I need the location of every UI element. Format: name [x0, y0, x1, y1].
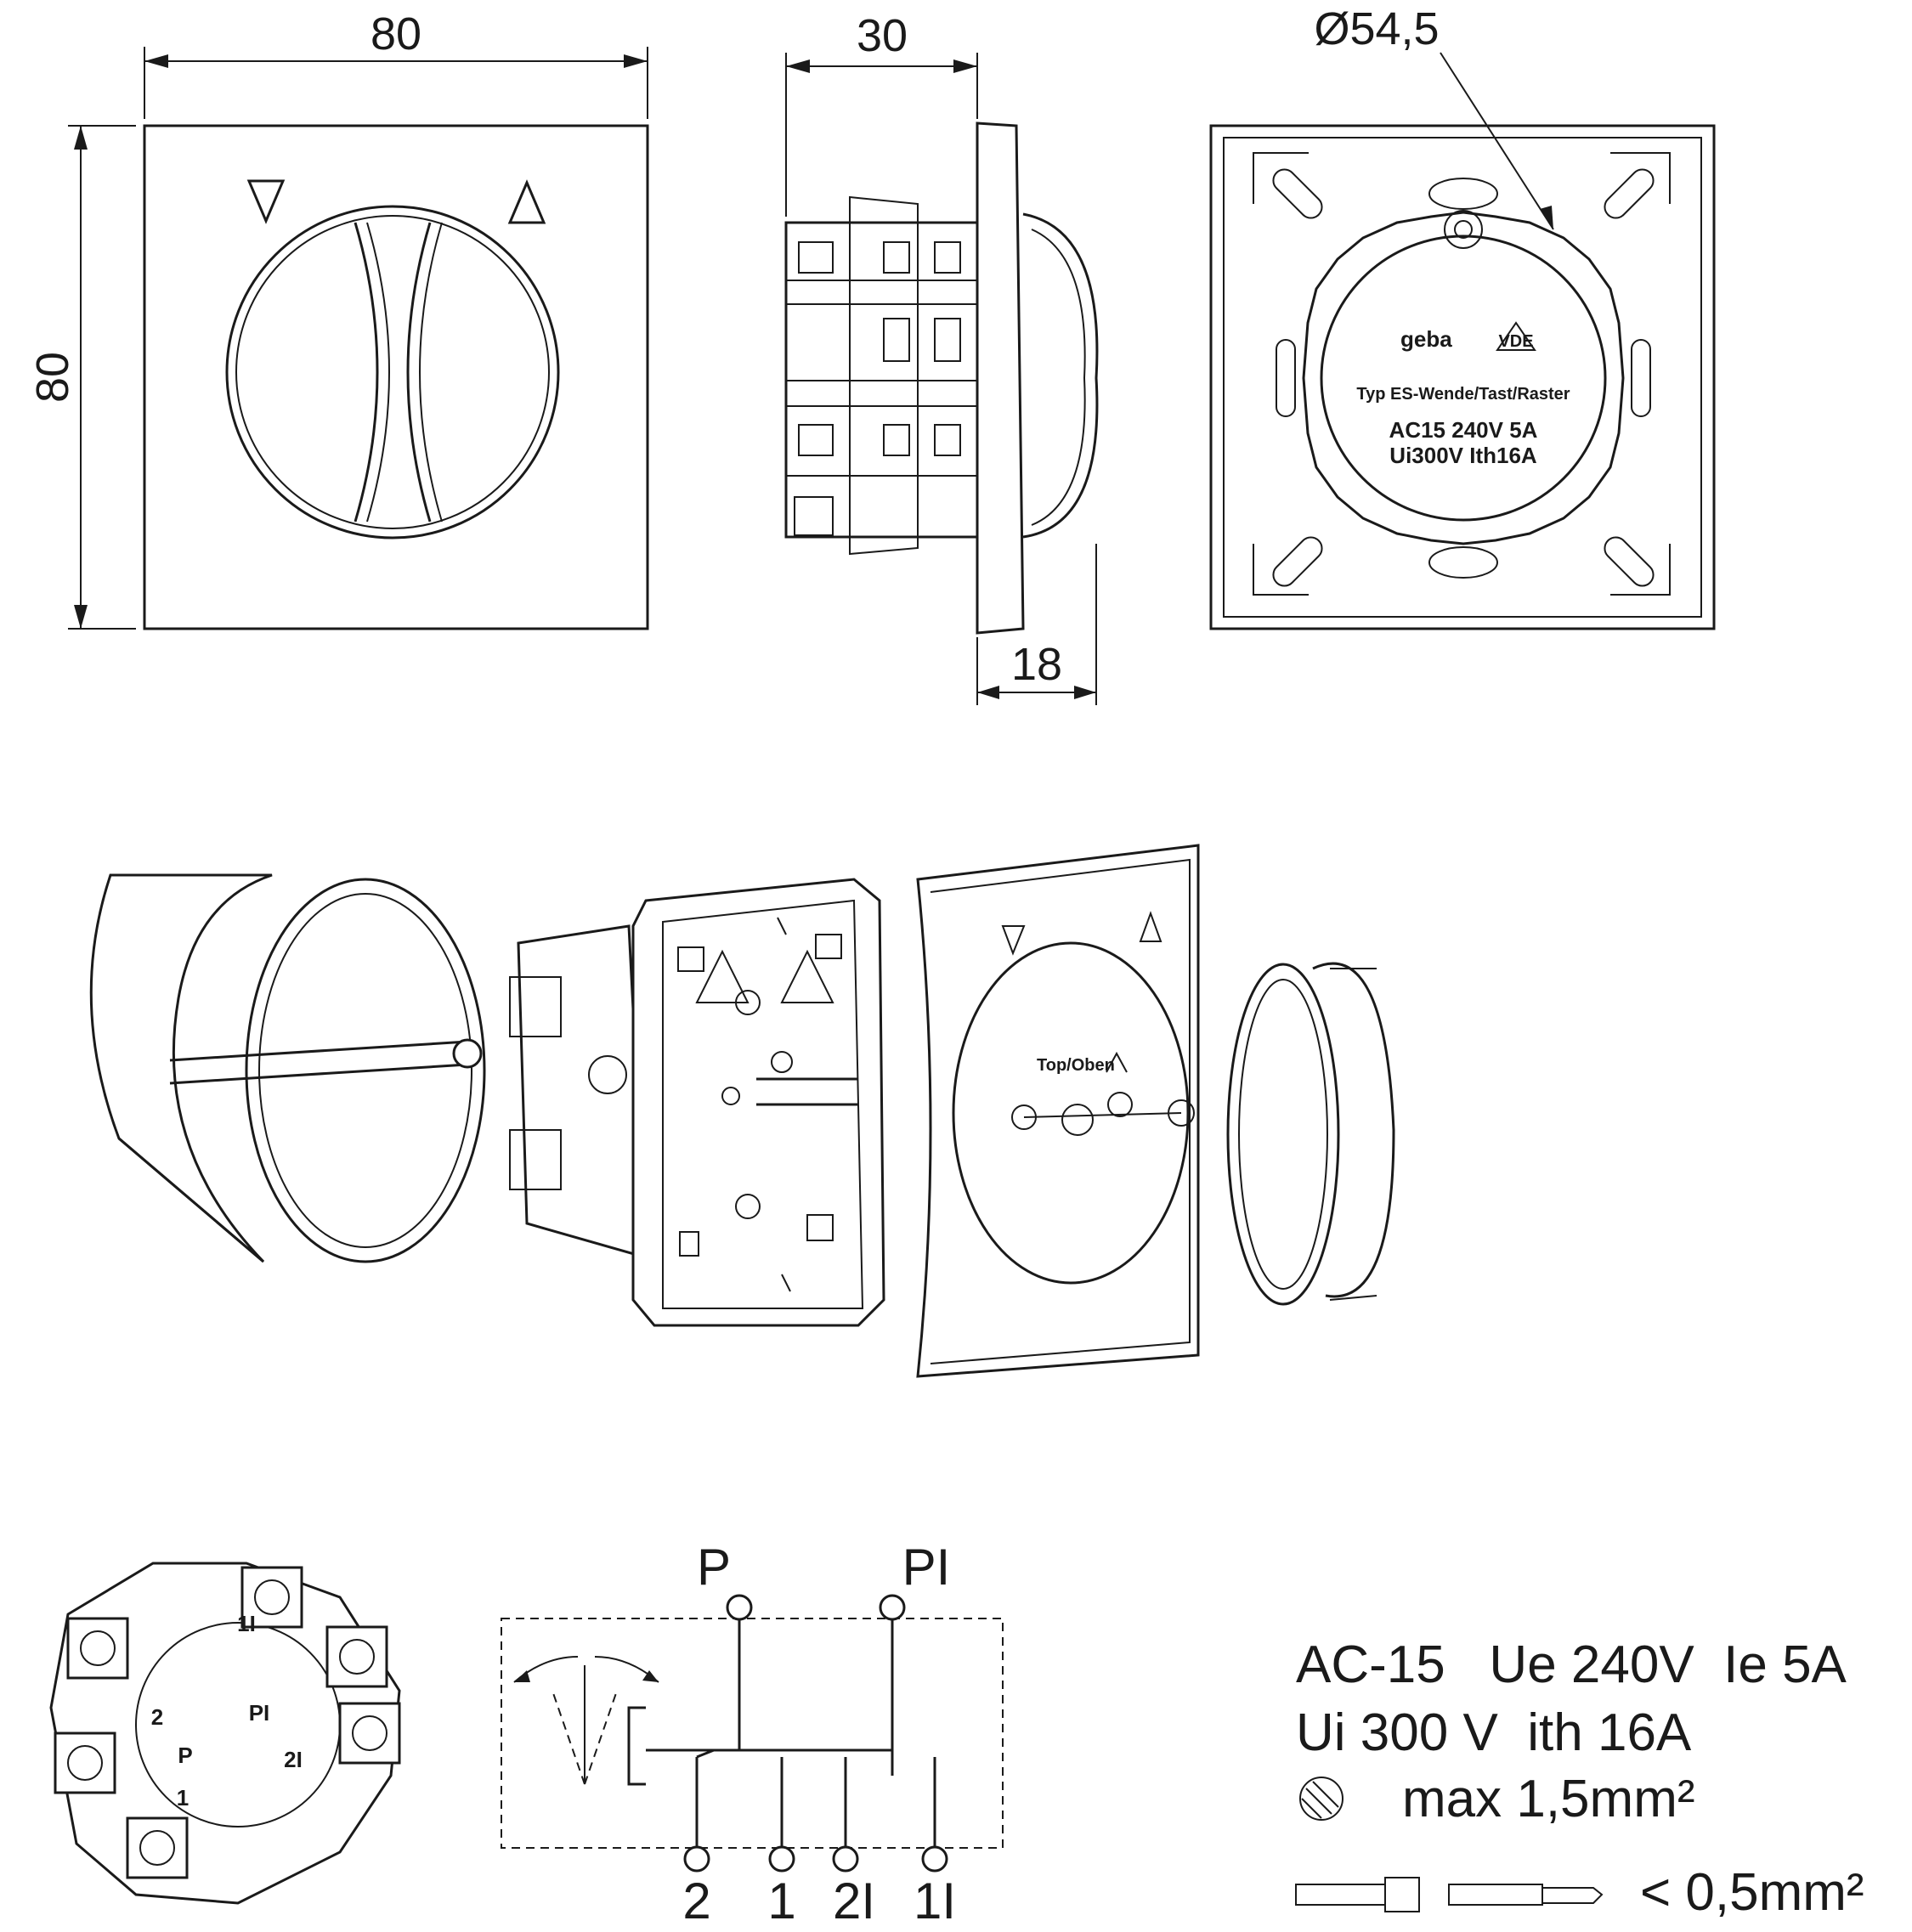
back-view: geba VDE Typ ES-Wende/Tast/Raster AC15 2… [1209, 3, 1716, 630]
spec-line-2: Ui 300 V ith 16A [1296, 1703, 1692, 1762]
cover-up-arrow-icon [1139, 911, 1162, 942]
terminal-1I-label: 1I [914, 1873, 956, 1929]
up-arrow-icon [507, 179, 546, 224]
depth-dimension: 30 [857, 10, 908, 61]
height-dimension: 80 [27, 352, 78, 403]
side-view: 30 18 [784, 10, 1099, 705]
vde-mark: VDE [1498, 332, 1533, 351]
terminal-block: 2 1 2I 1I P PI [49, 1562, 401, 1905]
front-plate [143, 124, 649, 630]
terminal-screw [588, 1055, 627, 1094]
terminal-label-P: P [178, 1743, 192, 1768]
mechanism-label-disc [1320, 234, 1607, 522]
cover-orientation-label: Top/Oben [1037, 1056, 1115, 1075]
terminal-label-1: 1 [177, 1785, 189, 1811]
box-screw [169, 1040, 468, 1062]
spec-line-4: < 0,5mm² [1640, 1863, 1864, 1922]
ferrule-icon [1295, 1884, 1386, 1906]
front-depth-dimension: 18 [1011, 639, 1062, 690]
electrical-specs: AC-15 Ue 240V Ie 5A Ui 300 V ith 16A max… [1295, 1635, 1864, 1922]
knob-side [1022, 212, 1099, 539]
width-dimension: 80 [371, 8, 421, 59]
terminal-2-label: 2 [682, 1873, 710, 1929]
orientation-arrow-icon [1106, 1051, 1128, 1073]
wire-cross-section-icon [1299, 1777, 1343, 1821]
front-knob-outer [225, 205, 560, 539]
terminal-clamp [325, 1625, 388, 1688]
brand-logo: geba [1400, 326, 1452, 352]
terminal-label-1I: 1I [237, 1611, 256, 1636]
mount-slot [1272, 536, 1323, 587]
down-arrow-icon [246, 179, 286, 224]
terminal-clamp [54, 1731, 116, 1794]
mount-slot [1272, 168, 1323, 219]
exploded-view: Top/Oben [89, 844, 1395, 1378]
cover-disc [952, 941, 1190, 1285]
diameter-leader [1440, 52, 1554, 230]
terminal-clamp [240, 1566, 303, 1629]
terminal-P-label: P [697, 1539, 731, 1596]
terminal-PI [879, 1594, 906, 1621]
front-knob-inner [235, 215, 550, 529]
knob-grip-left [354, 222, 379, 523]
terminal-2I [832, 1845, 859, 1873]
terminal-2 [683, 1845, 710, 1873]
terminal-1-label: 1 [767, 1873, 795, 1929]
mount-slot [1604, 536, 1655, 587]
terminal-label-2: 2 [151, 1704, 163, 1730]
vde-mark-icon [1496, 321, 1536, 351]
stripped-wire-icon [1448, 1884, 1543, 1906]
insert-mechanism-block [517, 924, 648, 1260]
rating-line-2: Ui300V Ith16A [1389, 443, 1537, 468]
terminal-clamp [66, 1617, 129, 1680]
wiring-schematic: P PI 2 1 2I 1I [501, 1539, 1004, 1929]
spec-line-3: max 1,5mm² [1402, 1770, 1694, 1828]
type-line: Typ ES-Wende/Tast/Raster [1356, 385, 1570, 404]
wall-box-body [89, 873, 273, 1263]
mount-slot [1604, 168, 1655, 219]
terminal-PI-label: PI [902, 1539, 951, 1596]
diameter-dimension: Ø54,5 [1314, 3, 1439, 54]
knob-grip-right [406, 222, 432, 523]
terminal-clamp [126, 1816, 189, 1879]
spec-line-1: AC-15 Ue 240V Ie 5A [1296, 1635, 1847, 1694]
terminal-2I-label: 2I [833, 1873, 875, 1929]
support-frame [631, 878, 885, 1327]
terminal-1I [921, 1845, 948, 1873]
cover-down-arrow-icon [1001, 925, 1026, 956]
back-plate [1209, 124, 1716, 630]
front-view: 80 80 [27, 8, 649, 630]
plate-side [976, 121, 1025, 635]
schematic-housing [501, 1618, 1004, 1849]
mechanism-ring [1302, 211, 1625, 545]
rating-line-1: AC15 240V 5A [1389, 417, 1538, 443]
terminal-1 [768, 1845, 795, 1873]
terminal-label-PI: PI [249, 1700, 270, 1726]
terminal-label-2I: 2I [284, 1747, 303, 1772]
terminal-P [726, 1594, 753, 1621]
terminal-clamp [338, 1702, 401, 1765]
